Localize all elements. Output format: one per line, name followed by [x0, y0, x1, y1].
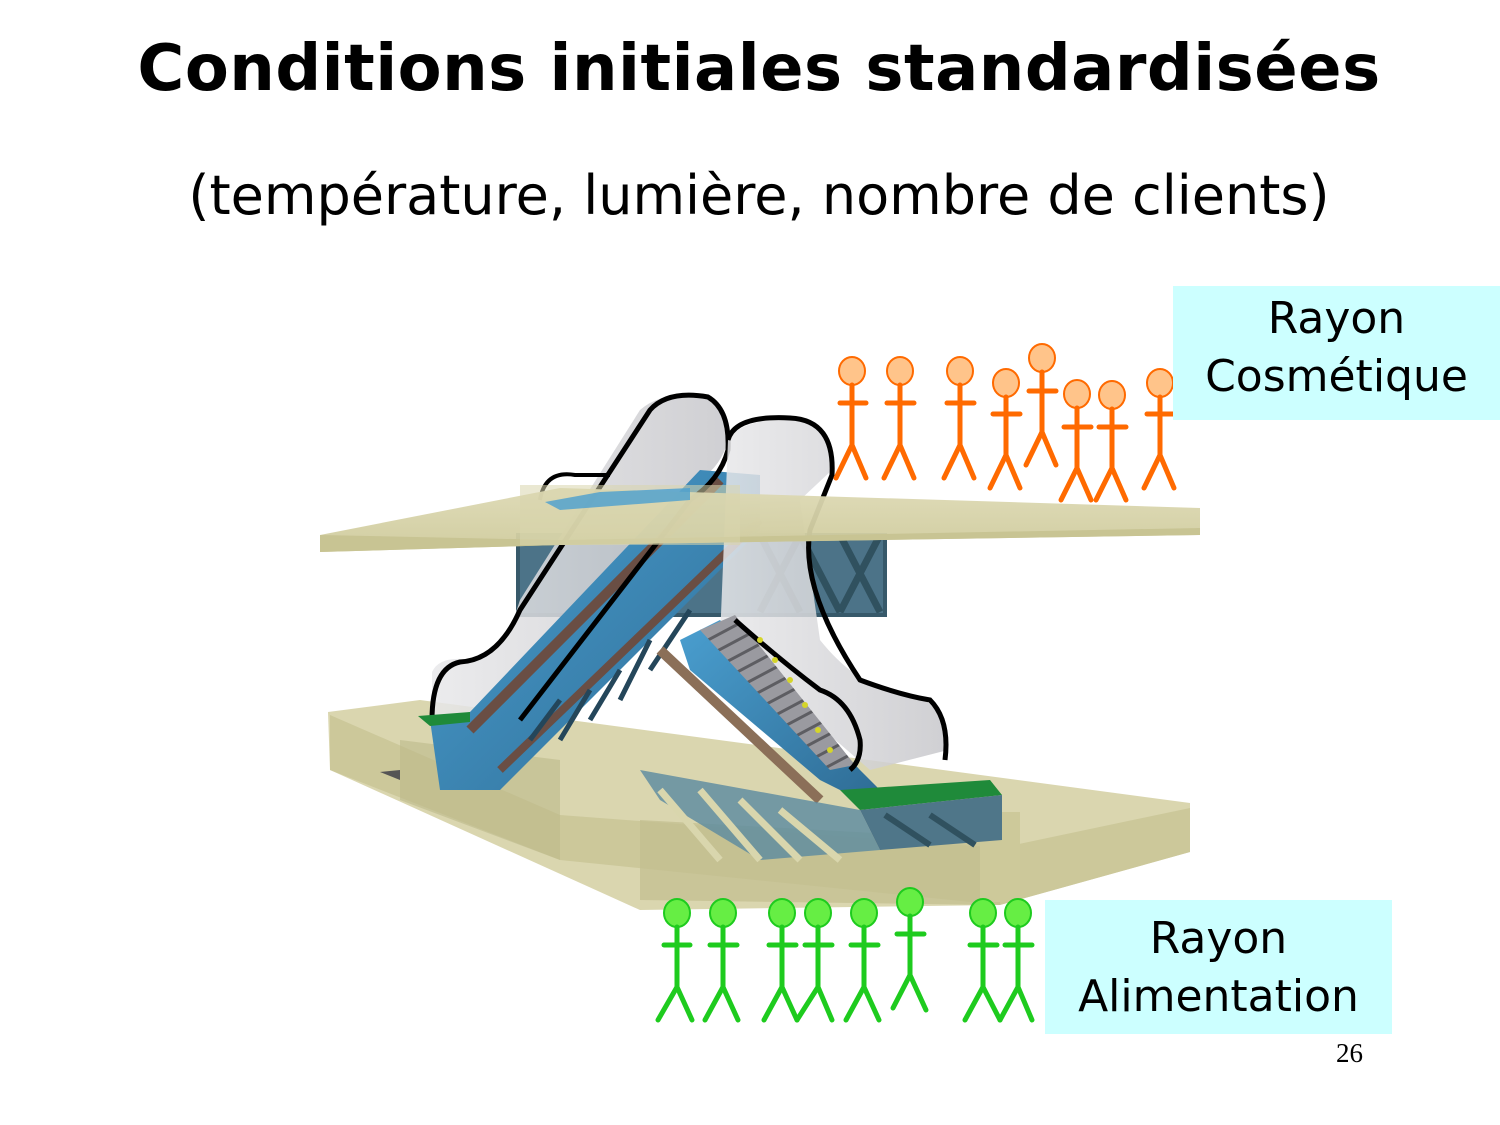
label-line-2: Alimentation: [1078, 971, 1359, 1022]
stick-figure-icon: [1058, 379, 1094, 503]
stick-figure-icon: [1023, 343, 1059, 468]
slide-title: Conditions initiales standardisées: [137, 32, 1381, 106]
upper-floor: [320, 485, 1200, 552]
page-number: 26: [1336, 1038, 1363, 1068]
label-rayon-cosmetique: Rayon Cosmétique: [1173, 286, 1500, 420]
label-line-1: Rayon: [1267, 293, 1406, 344]
stick-figure-icon: [1093, 380, 1129, 503]
stick-figure-icon: [987, 368, 1023, 491]
stick-figure-icon: [761, 898, 800, 1023]
landing-lower-right: [840, 780, 1002, 810]
label-rayon-alimentation: Rayon Alimentation: [1045, 900, 1392, 1034]
escalator-left: [429, 392, 763, 790]
customers-lower: [655, 887, 1035, 1023]
stick-figure-icon: [655, 898, 695, 1023]
stick-figure-icon: [962, 898, 1003, 1023]
customers-upper: [833, 343, 1177, 503]
stick-figure-icon: [833, 356, 869, 481]
stick-figure-icon: [843, 898, 882, 1023]
label-line-2: Cosmétique: [1205, 351, 1468, 402]
stick-figure-icon: [997, 898, 1035, 1023]
stick-figure-icon: [941, 356, 977, 481]
stick-figure-icon: [1141, 368, 1177, 491]
stick-figure-icon: [794, 898, 835, 1023]
label-line-1: Rayon: [1149, 913, 1288, 964]
slide-subtitle: (température, lumière, nombre de clients…: [188, 164, 1330, 227]
stick-figure-icon: [702, 898, 741, 1023]
stick-figure-icon: [881, 356, 917, 481]
stick-figure-icon: [890, 887, 929, 1013]
